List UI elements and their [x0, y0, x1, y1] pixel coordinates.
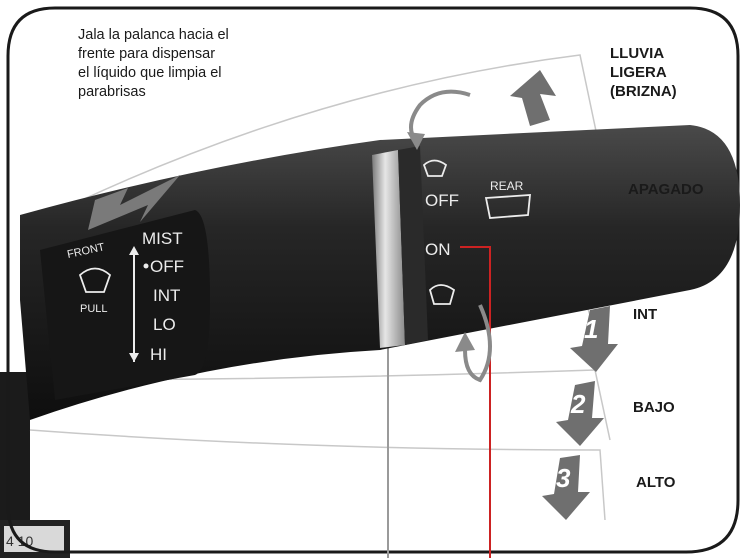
high-arrow: [542, 455, 590, 520]
ring-on-label: ON: [425, 240, 451, 259]
ring-off-label: OFF: [425, 191, 459, 210]
instruction-line-4: parabrisas: [78, 84, 146, 100]
instruction-line-3: el líquido que limpia el: [78, 65, 222, 81]
rear-wiper-lower-icon: [428, 284, 456, 305]
low-arrow: [556, 381, 604, 446]
int-arrow: [570, 306, 618, 372]
diagram-frame: [6, 6, 740, 554]
mist-label-line-1: LLUVIA: [610, 45, 665, 62]
rear-ring-legend: OFF REAR ON: [422, 159, 532, 305]
wiper-stalk: [20, 125, 740, 420]
rotate-down-arrow: [463, 304, 492, 383]
stalk-hi-label: HI: [150, 345, 167, 364]
rotate-up-arrow: [409, 89, 471, 142]
rotation-arrows: [409, 89, 492, 383]
off-label: APAGADO: [628, 181, 704, 198]
high-step-number: 3: [556, 463, 571, 493]
mist-label-line-2: LIGERA: [610, 64, 667, 81]
ring-rear-label: REAR: [490, 179, 524, 193]
pull-forward-arrow: [88, 175, 180, 230]
high-label: ALTO: [636, 474, 676, 491]
stalk-int-label: INT: [153, 286, 180, 305]
stalk-pull-label: PULL: [80, 303, 108, 315]
on-indicator-line: [460, 246, 491, 558]
int-label: INT: [633, 306, 658, 323]
instruction-line-2: frente para dispensar: [78, 46, 216, 62]
mist-arrow: [510, 70, 556, 126]
pull-instruction: Jala la palanca hacia el frente para dis…: [78, 26, 308, 102]
rear-wiper-icon: [484, 194, 532, 219]
low-step-number: 2: [570, 389, 586, 419]
windshield-washer-icon: [78, 267, 112, 293]
chrome-ring: [372, 150, 405, 348]
speed-arrows: 1 2 3: [542, 306, 618, 520]
int-step-number: 1: [584, 314, 598, 344]
mist-label-line-3: (BRIZNA): [610, 83, 677, 100]
mist-label: LLUVIA LIGERA (BRIZNA): [610, 44, 677, 101]
stalk-mist-label: MIST: [142, 229, 183, 248]
low-label: BAJO: [633, 399, 675, 416]
stalk-lo-label: LO: [153, 315, 176, 334]
rear-washer-icon: [422, 159, 448, 177]
stalk-off-label: OFF: [150, 257, 184, 276]
instruction-line-1: Jala la palanca hacia el: [78, 27, 229, 43]
